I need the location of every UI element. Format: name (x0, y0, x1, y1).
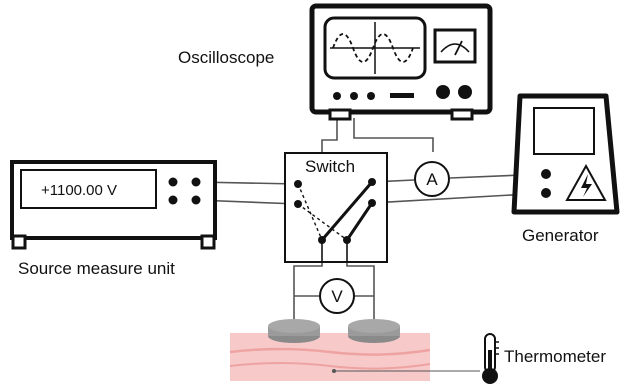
ammeter (414, 161, 450, 197)
wire-osc-left (321, 118, 338, 162)
smu-display (20, 169, 157, 209)
voltmeter-symbol: V (331, 287, 343, 306)
voltmeter (319, 278, 355, 314)
electrode-left (268, 319, 320, 343)
switch-label: Switch (305, 157, 355, 176)
switch (284, 152, 388, 263)
generator (511, 93, 620, 215)
wire-electrode-left (293, 262, 323, 326)
oscilloscope-meter (433, 28, 477, 64)
tissue-sample (229, 333, 480, 381)
oscilloscope-waveform (332, 33, 414, 63)
thermometer-label: Thermometer (504, 347, 606, 366)
wire-electrode-right (346, 262, 375, 326)
smu-label: Source measure unit (18, 259, 175, 278)
wire-osc-right (353, 118, 434, 152)
oscilloscope (309, 3, 493, 121)
ammeter-symbol: A (426, 170, 438, 189)
oscilloscope-label: Oscilloscope (178, 48, 274, 67)
smu-display-value: +1100.00 V (41, 182, 117, 199)
thermometer-icon (482, 333, 499, 384)
generator-screen (533, 107, 595, 155)
electrode-right (348, 319, 400, 343)
source-measure-unit (10, 160, 217, 250)
generator-label: Generator (522, 226, 599, 245)
